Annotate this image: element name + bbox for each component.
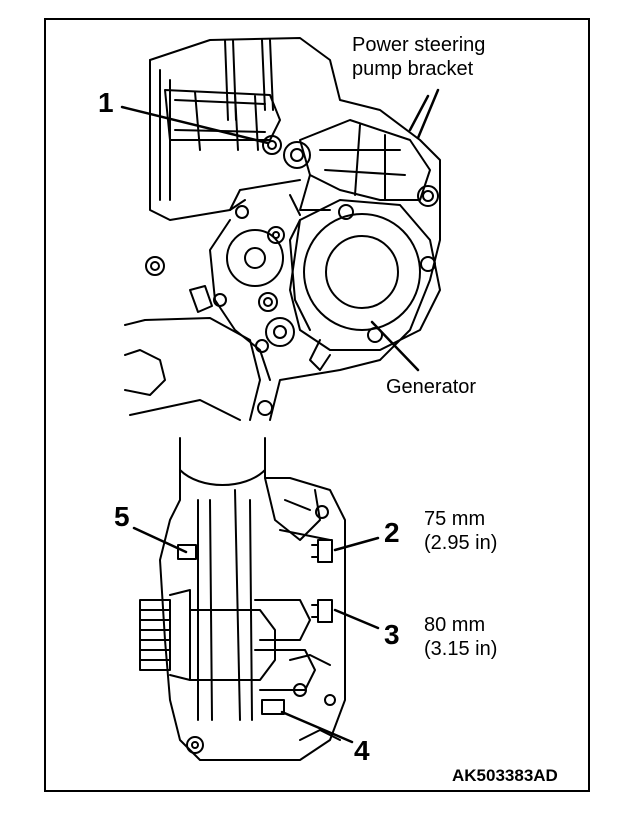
generator-body — [289, 199, 441, 371]
generator-label: Generator — [386, 376, 477, 398]
bolt-2 — [317, 539, 333, 563]
callout-1: 1 — [98, 87, 114, 118]
bracket-frame — [164, 89, 281, 141]
leader-generator — [370, 320, 420, 372]
timing-cover — [124, 317, 261, 421]
pulley-side — [139, 599, 171, 671]
figure-frame — [44, 18, 590, 792]
bolt-5 — [177, 544, 197, 560]
bolt-3-length-mm: 80 mm — [424, 614, 486, 636]
lower-housing — [159, 437, 346, 761]
bolt-3-length-in: (3.15 in) — [424, 638, 498, 660]
bolt-2-length-mm: 75 mm — [424, 508, 486, 530]
ps-bracket — [299, 119, 431, 201]
leader-1 — [120, 105, 270, 145]
leader-ps-bracket — [416, 88, 440, 140]
callout-3: 3 — [384, 619, 400, 650]
figure-code: AK503383AD — [452, 766, 558, 785]
bolt-2-length-in: (2.95 in) — [424, 532, 498, 554]
callout-2: 2 — [384, 517, 400, 548]
callout-5: 5 — [114, 501, 130, 532]
ps-bracket-label-line1: Power steering — [352, 34, 486, 56]
bolt-3 — [317, 599, 333, 623]
engine-block-outline — [149, 37, 441, 421]
bolt-4 — [261, 699, 285, 715]
leader-4 — [280, 710, 354, 744]
leader-5 — [132, 526, 188, 554]
callout-4: 4 — [354, 735, 370, 766]
ps-bracket-label-line2: pump bracket — [352, 58, 474, 80]
leader-3 — [333, 608, 380, 630]
leader-2 — [333, 536, 380, 552]
